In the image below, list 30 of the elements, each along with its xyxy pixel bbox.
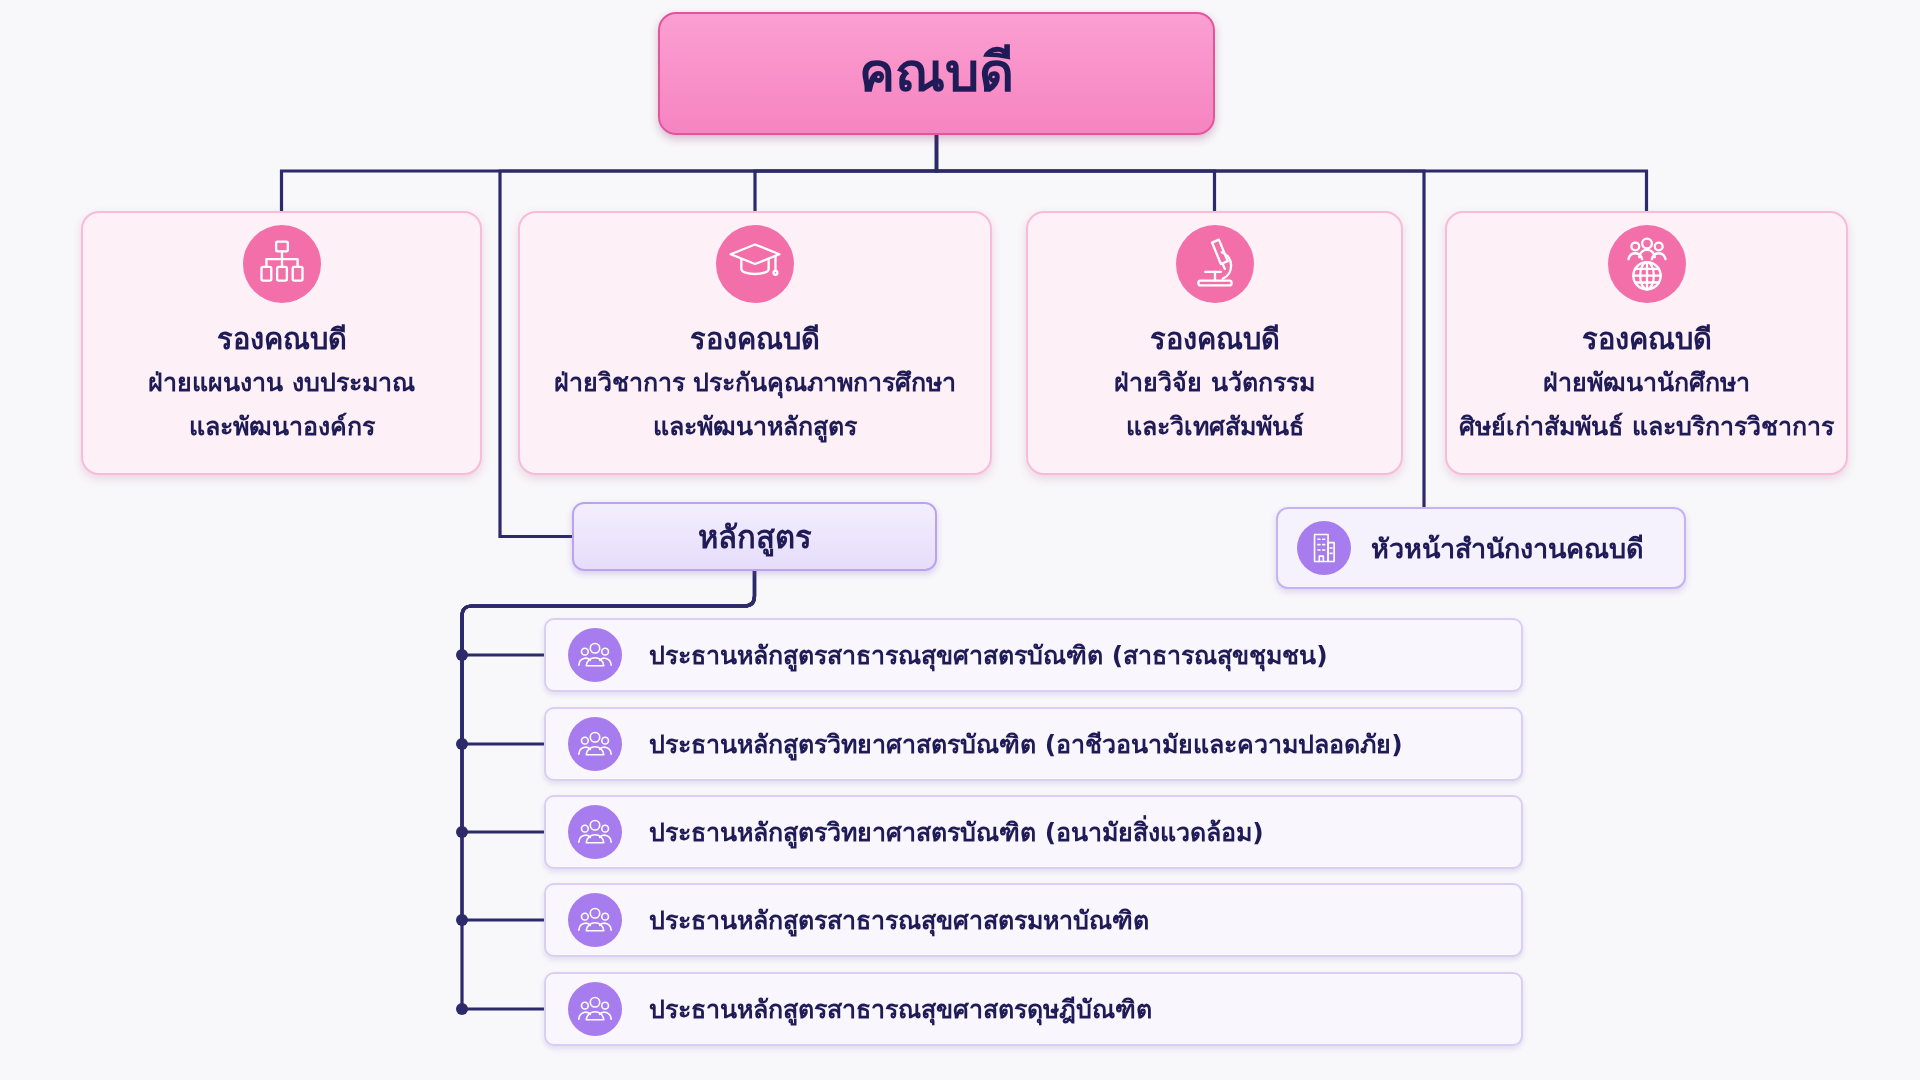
- program-chair-row: [544, 972, 1523, 1046]
- vice-dean-card: [518, 211, 992, 475]
- office-head-box: [1276, 507, 1686, 589]
- program-chair-row: [544, 795, 1523, 869]
- vice-dean-portfolio: ฝ่ายแผนงาน งบประมาณ และพัฒนาองค์กร: [148, 367, 415, 443]
- program-chair-row: [544, 618, 1523, 692]
- vice-dean-portfolio: ฝ่ายวิชาการ ประกันคุณภาพการศึกษา และพัฒนาหลักสูตร: [553, 367, 957, 445]
- vice-dean-title: รองคณบดี: [1581, 321, 1712, 358]
- vice-dean-title: รองคณบดี: [1149, 321, 1280, 358]
- office-head-label: หัวหน้าสำนักงานคณบดี: [1371, 531, 1644, 566]
- vice-dean-card: [1445, 211, 1848, 475]
- program-chair-label: ประธานหลักสูตรสาธารณสุขศาสตรมหาบัณฑิต: [649, 905, 1149, 939]
- program-chair-row: [544, 707, 1523, 781]
- program-chair-label: ประธานหลักสูตรวิทยาศาสตรบัณฑิต (อาชีวอนามัยและความปลอดภัย): [649, 729, 1403, 763]
- vice-dean-card: [1026, 211, 1403, 475]
- vice-dean-card: [81, 211, 482, 475]
- vice-dean-title: รองคณบดี: [690, 321, 820, 358]
- program-chair-label: ประธานหลักสูตรสาธารณสุขศาสตรดุษฎีบัณฑิต: [649, 994, 1152, 1028]
- vice-dean-portfolio: ฝ่ายวิจัย นวัตกรรม และวิเทศสัมพันธ์: [1114, 367, 1315, 443]
- program-chair-row: [544, 883, 1523, 957]
- vice-dean-portfolio: ฝ่ายพัฒนานักศึกษา ศิษย์เก่าสัมพันธ์ และบริการวิชาการ: [1459, 367, 1834, 443]
- dean-title: คณบดี: [859, 41, 1014, 106]
- connector-line: [460, 571, 757, 1011]
- dean-box: [658, 12, 1215, 135]
- curriculum-box: [572, 502, 937, 571]
- curriculum-title: หลักสูตร: [697, 517, 812, 559]
- vice-dean-title: รองคณบดี: [216, 321, 347, 358]
- program-chair-label: ประธานหลักสูตรวิทยาศาสตรบัณฑิต (อนามัยสิ่งแวดล้อม): [649, 812, 1264, 852]
- connector-line: [934, 135, 1426, 507]
- program-chair-label: ประธานหลักสูตรสาธารณสุขศาสตรบัณฑิต (สาธารณสุขชุมชน): [649, 640, 1328, 674]
